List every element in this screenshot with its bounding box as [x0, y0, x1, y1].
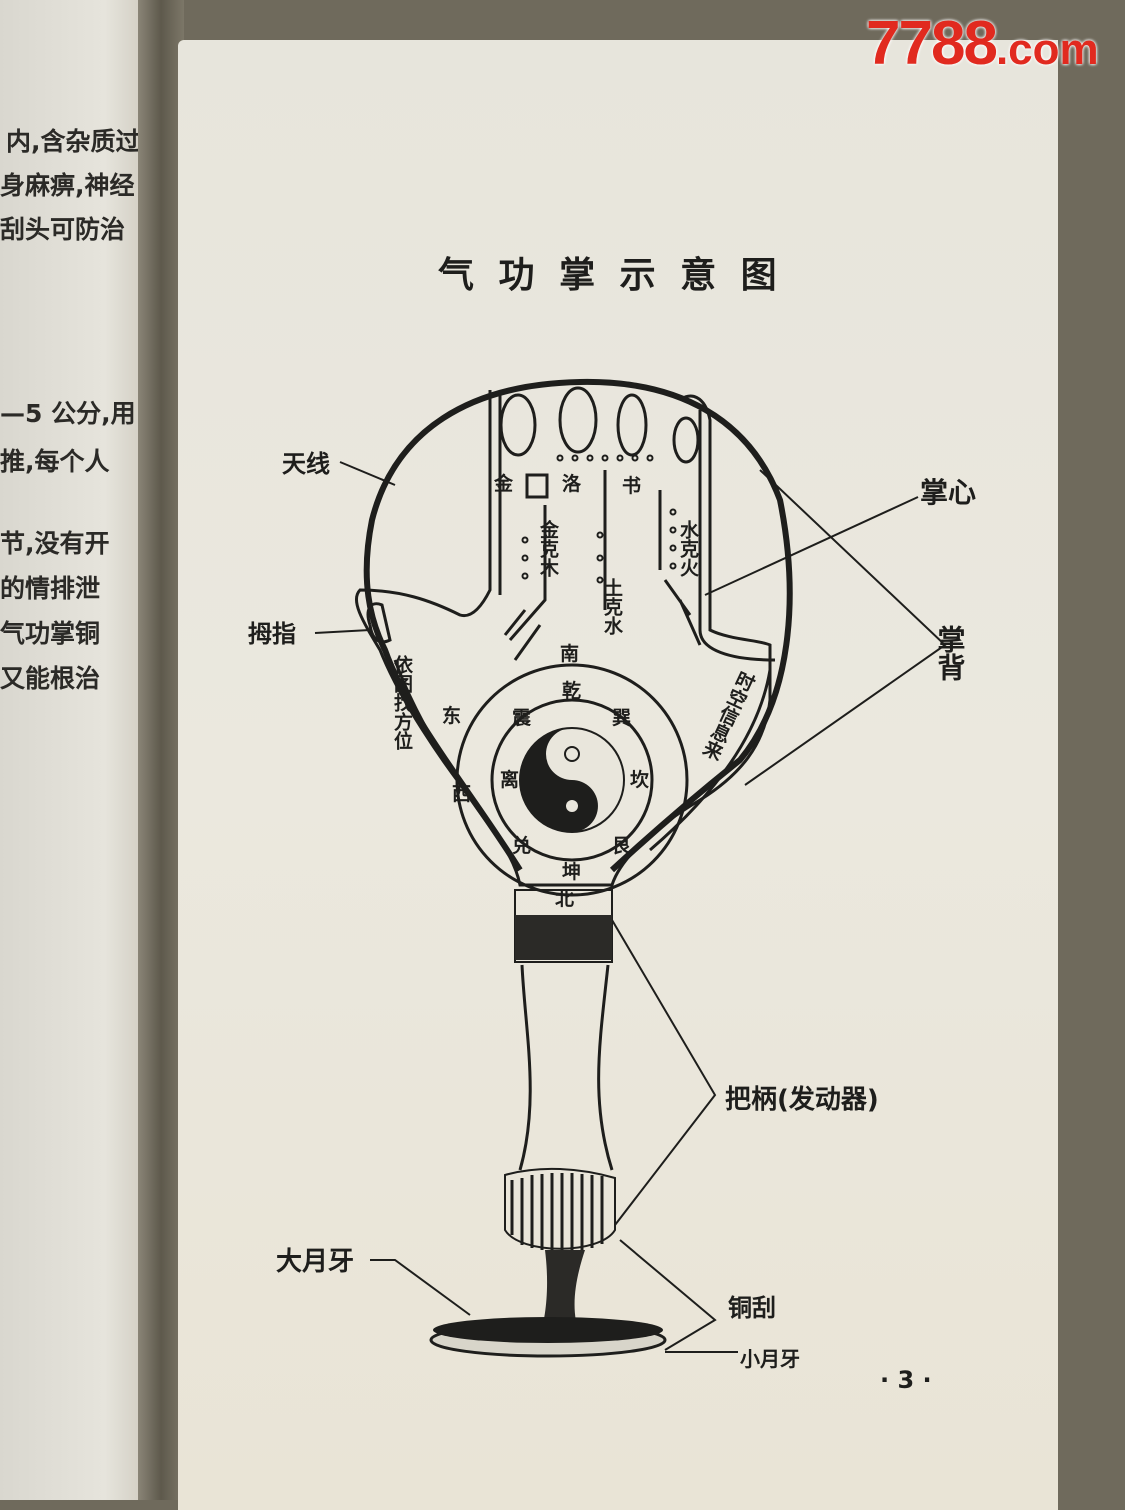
label-luo: 洛 — [562, 472, 582, 495]
channel-line — [508, 470, 662, 641]
trigram-qian: 乾 — [562, 679, 581, 702]
antenna-outline — [363, 378, 793, 873]
callout-line-antenna — [339, 461, 396, 486]
handle-collar — [515, 915, 612, 960]
grip-ribs — [510, 1173, 604, 1250]
callout-line-handle — [611, 919, 717, 1226]
trigram-xun: 巽 — [612, 707, 631, 729]
book-gutter — [138, 0, 184, 1500]
left-page-line: 内,含杂质过 — [6, 127, 141, 156]
handle-grip — [504, 1167, 616, 1250]
trigram-li: 离 — [500, 768, 519, 791]
callout-line-palm-back — [744, 469, 947, 786]
trigram-kan: 坎 — [630, 768, 649, 791]
left-page-line: 气功掌铜 — [0, 619, 101, 648]
label-south: 南 — [560, 643, 579, 665]
channel-line — [503, 579, 702, 661]
label-find-direction: 依图找方位 — [391, 654, 413, 751]
label-antenna: 天线 — [282, 450, 330, 478]
trigram-zhen: 震 — [512, 707, 532, 729]
label-jin-ke-mu: 金克木 — [537, 519, 560, 578]
luoshu-square — [525, 473, 549, 499]
left-page-line: —5 公分,用 — [0, 399, 136, 428]
fingernail — [499, 393, 537, 457]
label-palm-center: 掌心 — [920, 476, 976, 509]
fingernail — [616, 393, 648, 457]
label-shu: 书 — [622, 475, 641, 497]
label-copper-scraper: 铜刮 — [728, 1294, 776, 1322]
watermark-text: 7788 — [866, 9, 998, 78]
left-page-line: 的情排泄 — [0, 574, 101, 603]
left-page-line: 身麻痹,神经 — [0, 171, 135, 200]
left-page-line: 推,每个人 — [0, 447, 110, 476]
label-jin: 金 — [493, 472, 514, 495]
left-page-line: 节,没有开 — [0, 529, 110, 558]
label-big-crescent: 大月牙 — [276, 1247, 354, 1277]
label-palm-back: 掌背 — [934, 625, 967, 681]
callout-line-copper — [619, 1239, 717, 1351]
handle-stem — [518, 964, 614, 1171]
label-handle: 把柄(发动器) — [725, 1084, 879, 1115]
fingernail — [672, 416, 700, 464]
yin-yang-icon — [519, 727, 625, 833]
label-north: 北 — [555, 888, 574, 910]
trigram-dui: 兑 — [512, 834, 531, 857]
palm-band — [393, 659, 772, 852]
label-tu-ke-shui: 土克水 — [601, 578, 623, 635]
label-shui-ke-huo: 水克火 — [677, 520, 699, 577]
label-east: 东 — [442, 704, 461, 727]
callout-line-big-crescent — [370, 1259, 471, 1316]
acupoint-dots — [521, 454, 677, 584]
copper-stem — [540, 1250, 585, 1335]
label-west: 西 — [452, 783, 471, 805]
watermark-logo: 7788.com — [866, 8, 1099, 79]
trigram-gen: 艮 — [612, 835, 632, 857]
label-thumb: 拇指 — [248, 620, 296, 648]
left-page-line: 又能根治 — [0, 664, 101, 693]
page-title: 气 功 掌 示 意 图 — [438, 255, 783, 296]
outer-ring — [455, 663, 689, 897]
trigram-kun: 坤 — [562, 860, 581, 883]
callout-line-palm-center — [704, 496, 919, 596]
left-page: 内,含杂质过 身麻痹,神经 刮头可防治 —5 公分,用 推,每个人 节,没有开 … — [0, 0, 150, 1500]
watermark-suffix: .com — [995, 25, 1099, 74]
label-small-crescent: 小月牙 — [740, 1347, 800, 1371]
left-page-line: 刮头可防治 — [0, 215, 126, 244]
inner-ring — [490, 698, 654, 862]
thumb-nail — [366, 602, 392, 644]
big-crescent-disc — [433, 1317, 663, 1343]
callout-line-thumb — [314, 629, 371, 634]
fingernail — [558, 386, 598, 454]
page-number: · 3 · — [880, 1366, 932, 1394]
hand-outline — [354, 390, 772, 887]
